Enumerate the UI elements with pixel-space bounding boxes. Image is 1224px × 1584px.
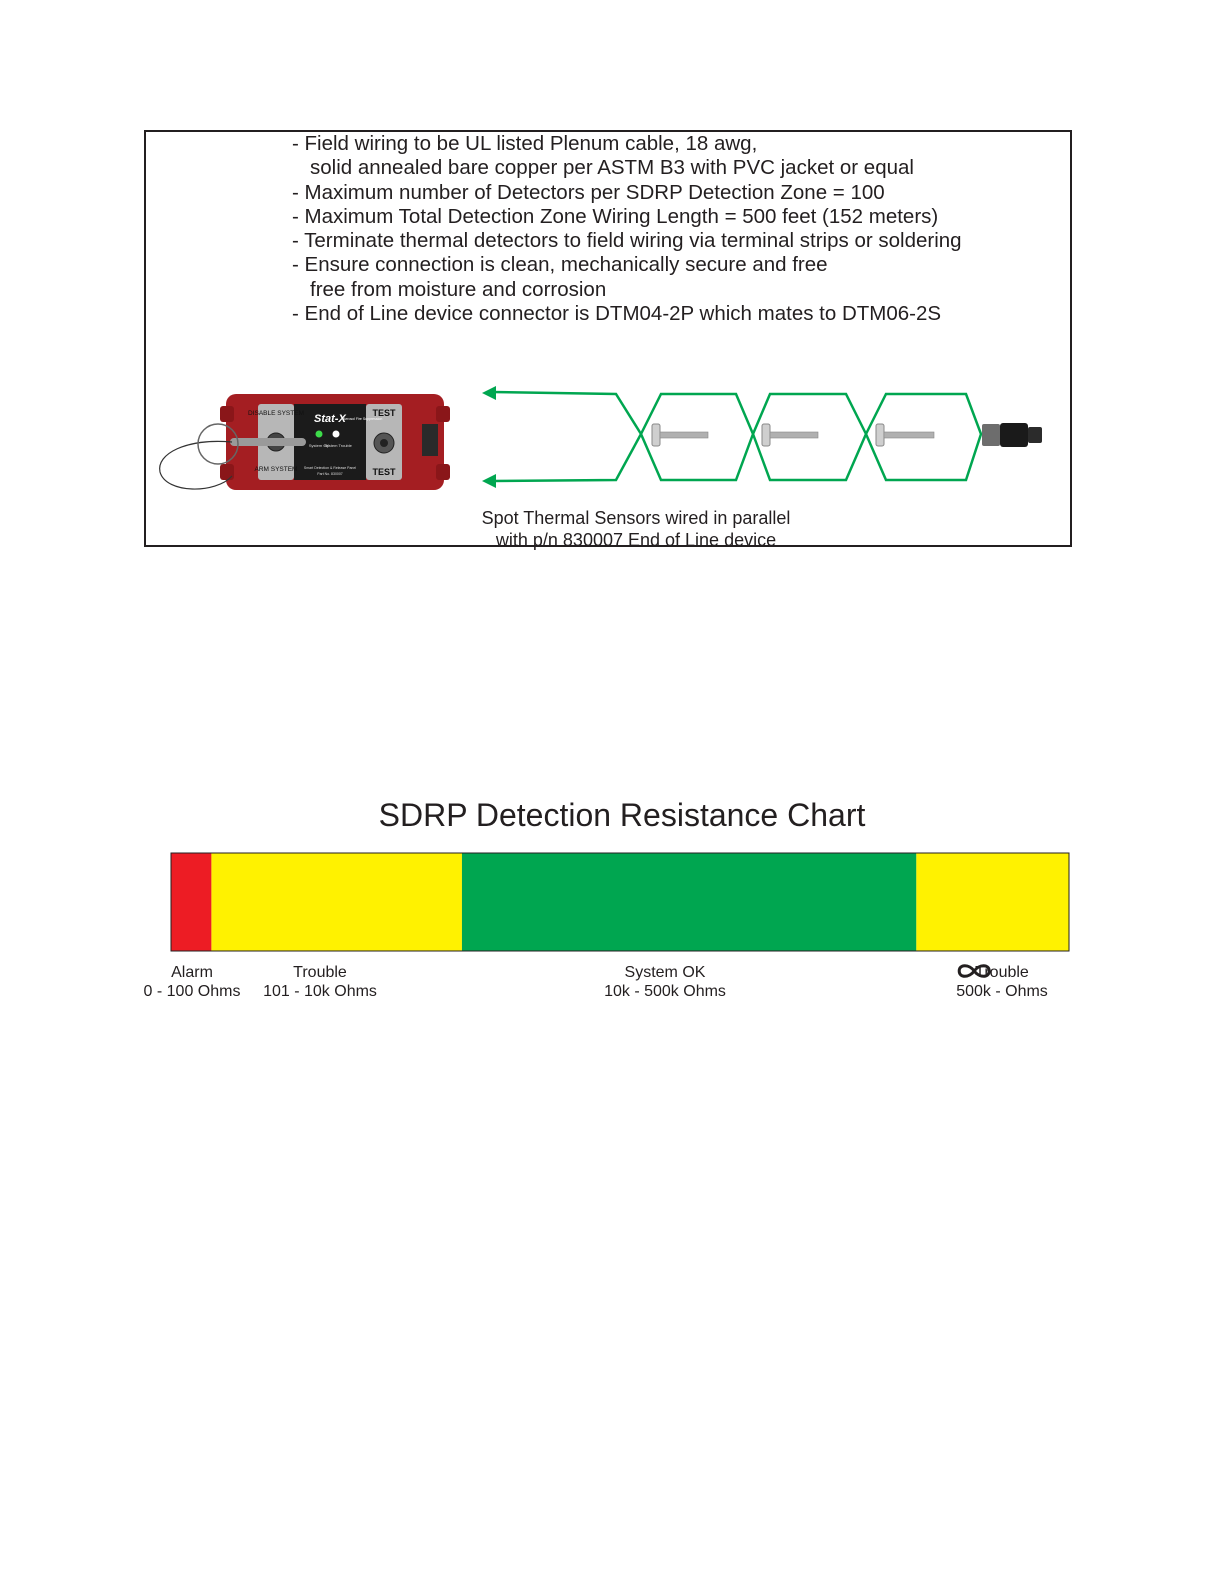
detection-loop-wiring <box>491 390 983 483</box>
panel-part-no: Part No. 830007 <box>317 472 343 476</box>
range-suffix: Ohms <box>1005 983 1048 1000</box>
system-trouble-label: System Trouble <box>324 443 353 448</box>
segment-range: 101 - 10k Ohms <box>263 983 377 1000</box>
thermal-sensor <box>875 423 935 447</box>
chart-title: SDRP Detection Resistance Chart <box>378 797 866 833</box>
note-line: solid annealed bare copper per ASTM B3 w… <box>310 156 914 180</box>
test-label-top: TEST <box>372 408 396 418</box>
segment-alarm <box>171 853 212 951</box>
pull-ring-icon <box>197 423 239 465</box>
bar-outline <box>170 852 1070 952</box>
segment-label: System OK 10k - 500k Ohms <box>604 963 726 1001</box>
wiring-diagram: DISABLE SYSTEM ARM SYSTEM TEST TEST Stat… <box>159 386 1042 490</box>
caption-line: Spot Thermal Sensors wired in parallel <box>481 508 791 528</box>
segment-label: Alarm 0 - 100 Ohms <box>144 963 241 1001</box>
segment-trouble <box>211 853 462 951</box>
wire-left <box>491 390 643 483</box>
segment-name: System OK <box>624 964 706 981</box>
note-line: - End of Line device connector is DTM04-… <box>292 302 942 326</box>
panel-logo: Stat-X <box>314 413 346 425</box>
end-of-line-device <box>982 423 1042 447</box>
segment-trouble <box>916 853 1069 951</box>
segment-name: Trouble <box>293 964 347 981</box>
note-line: free from moisture and corrosion <box>310 277 607 301</box>
thermal-sensor <box>761 423 819 447</box>
segment-label: Trouble 101 - 10k Ohms <box>263 963 377 1001</box>
ok-led-icon <box>315 430 323 438</box>
panel-connector <box>422 424 438 456</box>
disable-pin-icon <box>230 438 306 446</box>
diagram-caption: Spot Thermal Sensors wired in parallel w… <box>406 507 866 551</box>
note-line: - Maximum number of Detectors per SDRP D… <box>292 180 885 204</box>
arm-label: ARM SYSTEM <box>255 466 298 473</box>
wiring-notes: - Field wiring to be UL listed Plenum ca… <box>292 132 962 326</box>
note-line: - Terminate thermal detectors to field w… <box>292 229 962 253</box>
panel-logo-sub: Aerosol Fire Suppression <box>343 417 382 421</box>
arrow-left-icon <box>482 386 496 400</box>
test-label-bottom: TEST <box>372 467 396 477</box>
note-line: - Ensure connection is clean, mechanical… <box>292 253 828 277</box>
segment-range: 0 - 100 Ohms <box>143 983 241 1000</box>
caption-line: with p/n 830007 End of Line device <box>495 530 777 550</box>
arrow-left-icon <box>482 474 496 488</box>
resistance-chart: SDRP Detection Resistance Chart Alarm 0 -… <box>140 795 1074 1010</box>
note-line: - Field wiring to be UL listed Plenum ca… <box>292 132 758 155</box>
thermal-sensor <box>651 423 709 447</box>
range-prefix: 500k - <box>956 983 1006 1000</box>
panel-name: Smart Detection & Release Panel <box>304 466 356 470</box>
control-panel: DISABLE SYSTEM ARM SYSTEM TEST TEST Stat… <box>159 394 450 490</box>
trouble-led-icon <box>332 430 340 438</box>
note-line: - Maximum Total Detection Zone Wiring Le… <box>292 204 939 228</box>
wire-cell-3 <box>864 392 983 482</box>
disable-label: DISABLE SYSTEM <box>248 410 304 417</box>
wiring-diagram-box: - Field wiring to be UL listed Plenum ca… <box>144 130 1072 550</box>
infinity-icon <box>957 964 991 978</box>
pull-pin-cable <box>159 440 233 490</box>
resistance-bar <box>170 852 1070 952</box>
system-ok-label: System OK <box>309 443 330 448</box>
segment-range: 500k - Ohms <box>956 964 1048 1001</box>
segment-system-ok <box>461 853 917 951</box>
segment-name: Alarm <box>171 964 213 981</box>
segment-range: 10k - 500k Ohms <box>604 983 726 1000</box>
